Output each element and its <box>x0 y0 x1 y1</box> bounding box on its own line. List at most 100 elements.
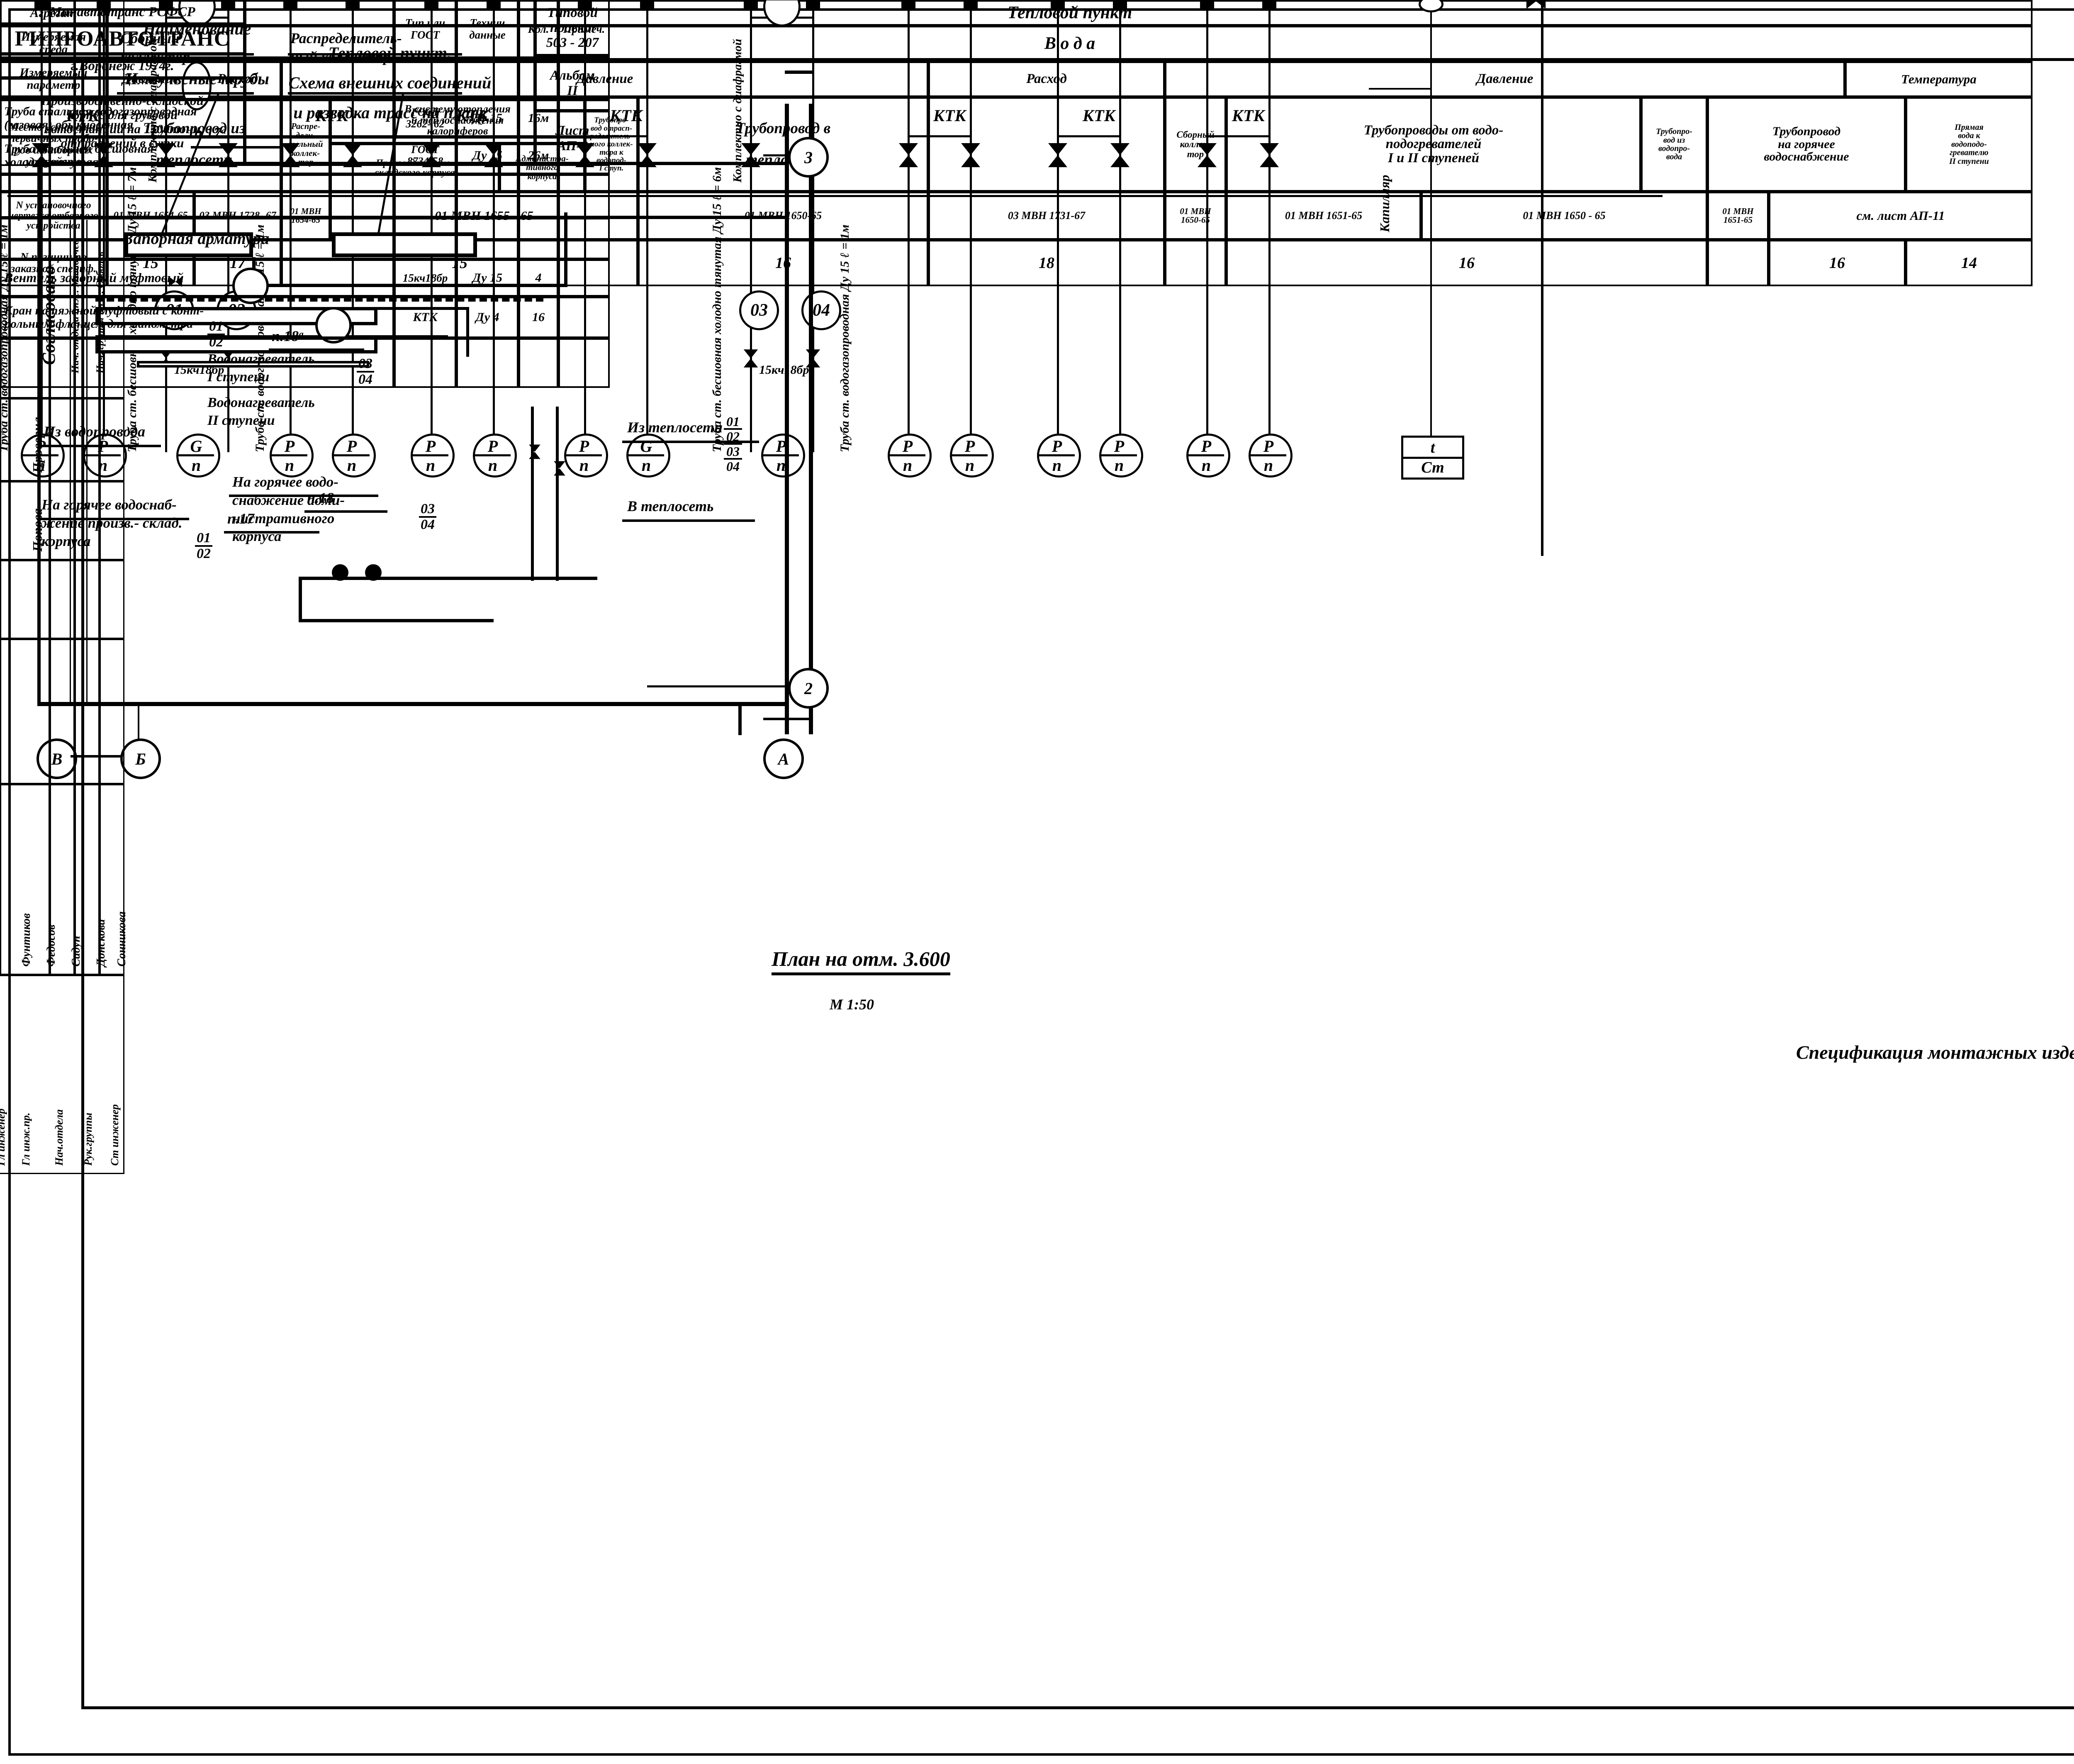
ktk-label-1: КТК <box>66 106 99 125</box>
thermowell-bulb-icon <box>1419 0 1444 12</box>
instrument-bubble-13[interactable]: Р п <box>1037 434 1081 478</box>
plan-label-hot-water-admin: На горячее водо- снабжение адми- нистрат… <box>232 474 345 545</box>
impulse-route-dashed-1 <box>95 298 543 302</box>
instrument-bubble-6[interactable]: Р п <box>411 434 455 478</box>
instrument-bubble-14[interactable]: Р п <box>1099 434 1143 478</box>
plan-tap-dot-1 <box>332 564 348 581</box>
ktk-bridge-5 <box>908 135 970 137</box>
collector-assembly-rect <box>124 232 253 257</box>
location-10: Трубопровод на горячее водоснабжение <box>1707 97 1906 192</box>
flow-bubble-03[interactable]: 03 <box>739 290 779 330</box>
spec-row-2-note <box>558 259 610 297</box>
drawing-number-8: 01 МВН 1650 - 65 <box>1421 192 1707 240</box>
plan-pos-17: п.17 <box>227 510 255 527</box>
axis-bubble-3: 3 <box>788 137 829 178</box>
position-7 <box>1707 240 1769 286</box>
spec-row-0-tech: Ду 15 <box>456 100 518 137</box>
spec-row-1-tech: Ду 15 <box>456 137 518 174</box>
instrument-bubble-9[interactable]: G п <box>626 434 670 478</box>
pipe-label-5: Труба ст. водогазопроводная Ду 15 ℓ = 1м <box>838 224 852 452</box>
instrument-bubble-7[interactable]: Р п <box>473 434 517 478</box>
location-7: Сборный коллек- тор <box>1165 97 1226 192</box>
instrument-bubble-2[interactable]: Р п <box>83 434 127 478</box>
pipe-run-2 <box>252 284 567 287</box>
position-5 <box>1165 240 1226 286</box>
wall-stub-top <box>785 71 814 74</box>
bus-segment-1 <box>7 195 489 197</box>
axis-bubble-B: Б <box>120 738 161 779</box>
spec-row-2-qty: 4 <box>518 259 558 297</box>
position-3: 16 <box>638 240 928 286</box>
pipe-run-7 <box>299 577 597 580</box>
tap-point-11 <box>744 0 758 8</box>
location-6: Трубопровод в теплосеть <box>638 97 928 192</box>
position-8: 16 <box>1769 240 1906 286</box>
instrument-bubble-15[interactable]: Р п <box>1186 434 1230 478</box>
param-row-label-4: N установочного чертежа отборного устрой… <box>0 192 107 240</box>
valve-ktk-15 <box>1048 143 1067 167</box>
ktk-bridge-6 <box>1057 135 1119 137</box>
stamp-roles-block <box>0 975 124 1174</box>
tap-point-16 <box>1113 0 1127 8</box>
stamp-role-1: Нач. отдела инж. Матвичев <box>70 240 81 373</box>
wall-right-inner <box>809 104 813 734</box>
flow-bubble-04[interactable]: 04 <box>801 290 841 330</box>
instrument-bubble-10[interactable]: Р п <box>761 434 805 478</box>
spec-row-3-name: Кран натяжной муфтовый с конт- рольным ф… <box>0 297 394 338</box>
stamp-authors-c4 <box>100 784 124 975</box>
stamp-row-a-c4 <box>100 398 124 481</box>
stamp-left-label-3: Рук.группы <box>82 1113 94 1166</box>
stamp-approved-heading-cell <box>0 0 50 398</box>
tap-point-13 <box>901 0 915 8</box>
position-6: 16 <box>1226 240 1707 286</box>
stamp-row-d-c1 <box>0 639 50 784</box>
impulse-line-4 <box>227 0 229 452</box>
instrument-bubble-12[interactable]: Р п <box>950 434 994 478</box>
stamp-row-c-c1 <box>0 560 50 639</box>
title-sheet: Лист АП-8 <box>535 111 610 166</box>
plan-fraction-2: 03 04 <box>357 357 374 387</box>
spec-header-tech: Технич данные <box>456 0 518 58</box>
valve-ktk-16 <box>1110 143 1130 167</box>
riser-tag-stack: 01 02 03 04 <box>724 415 742 473</box>
instrument-bubble-3[interactable]: G п <box>176 434 220 478</box>
drawing-number-9: 01 МВН 1651-65 <box>1707 192 1769 240</box>
grid-line-2 <box>86 220 88 705</box>
impulse-line-6 <box>352 0 354 452</box>
instrument-bubble-11[interactable]: Р п <box>888 434 932 478</box>
stamp-author-3: Донскова <box>95 919 107 967</box>
outgoing-pipe <box>1541 0 1543 556</box>
axis-bubble-A: А <box>763 738 804 779</box>
plan-pos-18a: п.18ᵃ <box>272 328 303 344</box>
leader-from-waterline <box>41 319 42 446</box>
unit-name: Тепловой пункт <box>107 0 2033 26</box>
spec-row-2-gost: 15кч18бр <box>394 259 456 297</box>
instrument-bubble-8[interactable]: Р п <box>564 434 608 478</box>
plan-label-from-heatnet: Из теплосети <box>627 419 723 436</box>
instrument-bubble-16[interactable]: Р п <box>1249 434 1293 478</box>
capillary-label: Капилляр <box>1377 175 1392 232</box>
valve-ktk-17 <box>1198 143 1217 167</box>
valve-ktk-13 <box>899 143 918 167</box>
plan-label-heater-1: Водонагреватель I ступени <box>207 351 315 385</box>
ktk-bridge-4 <box>584 135 646 137</box>
drawing-number-10: см. лист АП-11 <box>1769 192 2033 240</box>
instrument-bubble-1[interactable]: Р п <box>21 434 65 478</box>
instrument-bubble-4[interactable]: Р п <box>270 434 314 478</box>
temperature-instrument-box[interactable]: t Ст <box>1401 436 1464 480</box>
tap-point-18 <box>1262 0 1276 8</box>
axis-bubble-2: 2 <box>788 668 829 709</box>
valve-15kch18br-3 <box>743 349 758 368</box>
bus-segment-3 <box>1177 195 1663 197</box>
capillary-leader <box>1369 88 1431 90</box>
valve-ktk-11 <box>741 143 760 167</box>
tap-point-15 <box>1051 0 1065 8</box>
ktk-label-5: КТК <box>933 106 966 125</box>
tap-point-7 <box>424 0 438 8</box>
capillary-line <box>1430 12 1432 465</box>
wall-stub-bottom <box>738 702 742 735</box>
stamp-authors-c1 <box>0 784 50 975</box>
leader-17a <box>191 146 282 149</box>
instrument-bubble-5[interactable]: Р п <box>332 434 376 478</box>
location-6b <box>928 97 1165 192</box>
